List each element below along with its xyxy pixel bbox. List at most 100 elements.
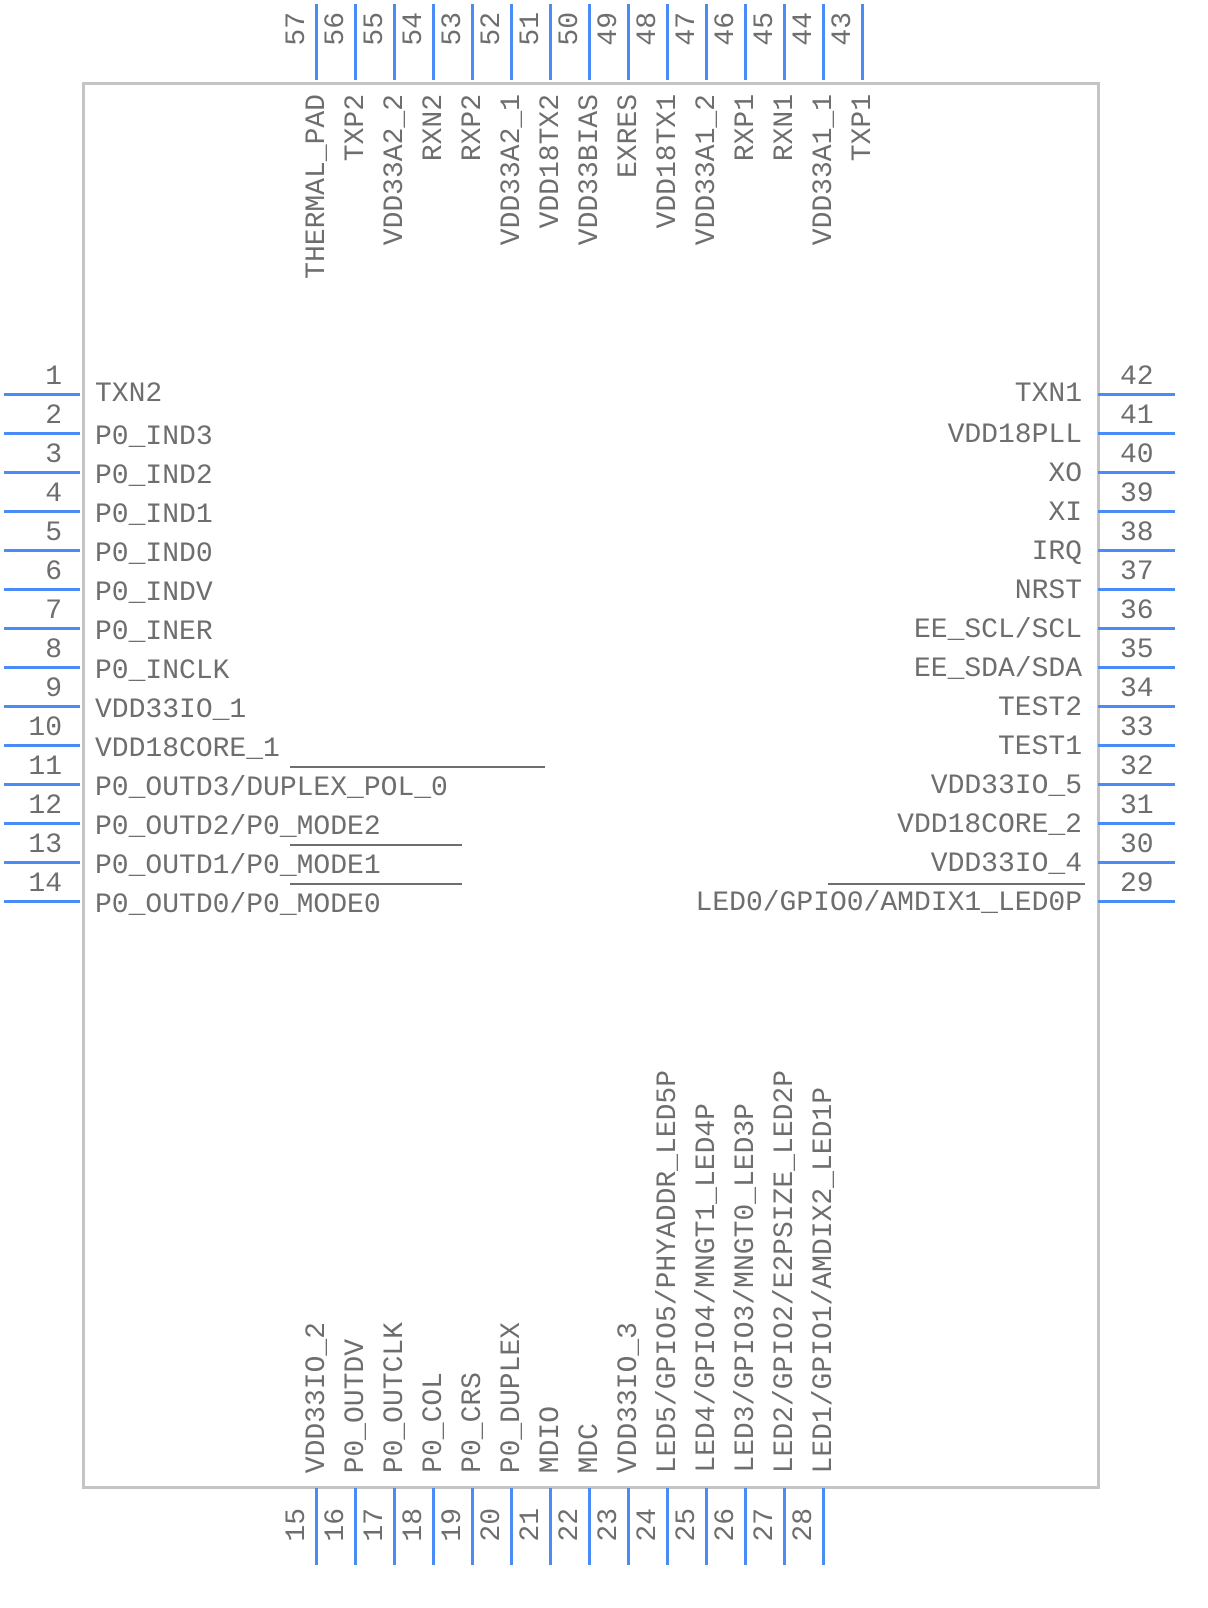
pin-line[interactable] [4, 393, 80, 396]
pin-line[interactable] [354, 4, 357, 80]
pin-number: 6 [45, 557, 62, 588]
pin-line[interactable] [4, 744, 80, 747]
pin-line[interactable] [861, 4, 864, 80]
pin-line[interactable] [4, 588, 80, 591]
pin-line[interactable] [783, 1488, 786, 1565]
pin-line[interactable] [4, 900, 80, 903]
pin-line[interactable] [1098, 666, 1175, 669]
pin-line[interactable] [705, 1488, 708, 1565]
pin-line[interactable] [588, 4, 591, 80]
pin-number: 53 [438, 12, 469, 46]
pin-number: 30 [1120, 830, 1154, 861]
pin-line[interactable] [4, 432, 80, 435]
pin-label: EE_SCL/SCL [913, 615, 1082, 646]
pin-number: 21 [516, 1508, 547, 1542]
pin-line[interactable] [1098, 861, 1175, 864]
pin-number: 56 [321, 12, 352, 46]
underline-mode2 [290, 844, 462, 846]
pin-label: P0_IND0 [95, 539, 213, 570]
pin-line[interactable] [627, 1488, 630, 1565]
pin-line[interactable] [4, 861, 80, 864]
pin-label: VDD33IO_2 [302, 1321, 333, 1473]
pin-line[interactable] [4, 627, 80, 630]
pin-number: 13 [28, 830, 62, 861]
pin-number: 55 [360, 12, 391, 46]
pin-number: 31 [1120, 791, 1154, 822]
pin-line[interactable] [1098, 627, 1175, 630]
pin-number: 43 [828, 12, 859, 46]
pin-line[interactable] [549, 4, 552, 80]
pin-number: 51 [516, 12, 547, 46]
pin-label: P0_OUTDV [341, 1338, 372, 1473]
pin-number: 41 [1120, 401, 1154, 432]
pin-line[interactable] [1098, 510, 1175, 513]
pin-number: 47 [672, 12, 703, 46]
pin-line[interactable] [1098, 588, 1175, 591]
pin-label: P0_OUTD3/DUPLEX_POL_0 [95, 773, 448, 804]
pin-line[interactable] [666, 4, 669, 80]
pin-line[interactable] [4, 666, 80, 669]
pin-line[interactable] [393, 1488, 396, 1565]
pin-label: VDD18PLL [947, 420, 1082, 451]
pin-number: 35 [1120, 635, 1154, 666]
pin-line[interactable] [1098, 471, 1175, 474]
pin-number: 18 [399, 1508, 430, 1542]
pin-line[interactable] [4, 822, 80, 825]
pin-line[interactable] [4, 705, 80, 708]
pin-line[interactable] [4, 549, 80, 552]
pin-line[interactable] [1098, 432, 1175, 435]
pin-line[interactable] [471, 4, 474, 80]
pin-line[interactable] [1098, 705, 1175, 708]
pin-line[interactable] [744, 1488, 747, 1565]
pin-label: VDD33IO_4 [930, 849, 1082, 880]
pin-line[interactable] [627, 4, 630, 80]
pin-line[interactable] [4, 510, 80, 513]
pin-label: VDD33A1_1 [809, 94, 840, 246]
pin-line[interactable] [1098, 393, 1175, 396]
pin-line[interactable] [588, 1488, 591, 1565]
pin-line[interactable] [4, 471, 80, 474]
pin-line[interactable] [822, 4, 825, 80]
pin-number: 3 [45, 440, 62, 471]
pin-label: LED4/GPIO4/MNGT1_LED4P [692, 1103, 723, 1473]
pin-line[interactable] [705, 4, 708, 80]
pin-line[interactable] [315, 1488, 318, 1565]
pin-line[interactable] [510, 4, 513, 80]
pin-line[interactable] [1098, 783, 1175, 786]
pin-label: LED3/GPIO3/MNGT0_LED3P [731, 1103, 762, 1473]
pin-label: TXP2 [341, 94, 372, 162]
pin-label: XI [1048, 498, 1082, 529]
pin-line[interactable] [432, 4, 435, 80]
pin-label: P0_DUPLEX [497, 1321, 528, 1473]
pin-line[interactable] [666, 1488, 669, 1565]
pin-line[interactable] [432, 1488, 435, 1565]
pin-number: 2 [45, 401, 62, 432]
pin-line[interactable] [1098, 744, 1175, 747]
pin-label: P0_OUTD0/P0_MODE0 [95, 890, 381, 921]
pin-line[interactable] [744, 4, 747, 80]
pin-number: 10 [28, 713, 62, 744]
pin-line[interactable] [4, 783, 80, 786]
pin-label: TXN2 [95, 379, 163, 410]
pin-line[interactable] [510, 1488, 513, 1565]
pin-label: XO [1048, 459, 1082, 490]
pin-line[interactable] [354, 1488, 357, 1565]
pin-number: 29 [1120, 869, 1154, 900]
pin-number: 40 [1120, 440, 1154, 471]
pin-label: P0_COL [419, 1372, 450, 1473]
pin-line[interactable] [1098, 900, 1175, 903]
pin-label: P0_IND3 [95, 422, 213, 453]
pin-line[interactable] [471, 1488, 474, 1565]
pin-label: LED2/GPIO2/E2PSIZE_LED2P [770, 1069, 801, 1473]
pin-label: NRST [1014, 576, 1082, 607]
pin-line[interactable] [549, 1488, 552, 1565]
pin-line[interactable] [822, 1488, 825, 1565]
pin-line[interactable] [393, 4, 396, 80]
pin-number: 1 [45, 362, 62, 393]
pin-line[interactable] [1098, 549, 1175, 552]
pin-line[interactable] [1098, 822, 1175, 825]
pin-label: P0_CRS [458, 1372, 489, 1473]
pin-line[interactable] [315, 4, 318, 80]
pin-line[interactable] [783, 4, 786, 80]
pin-number: 48 [633, 12, 664, 46]
